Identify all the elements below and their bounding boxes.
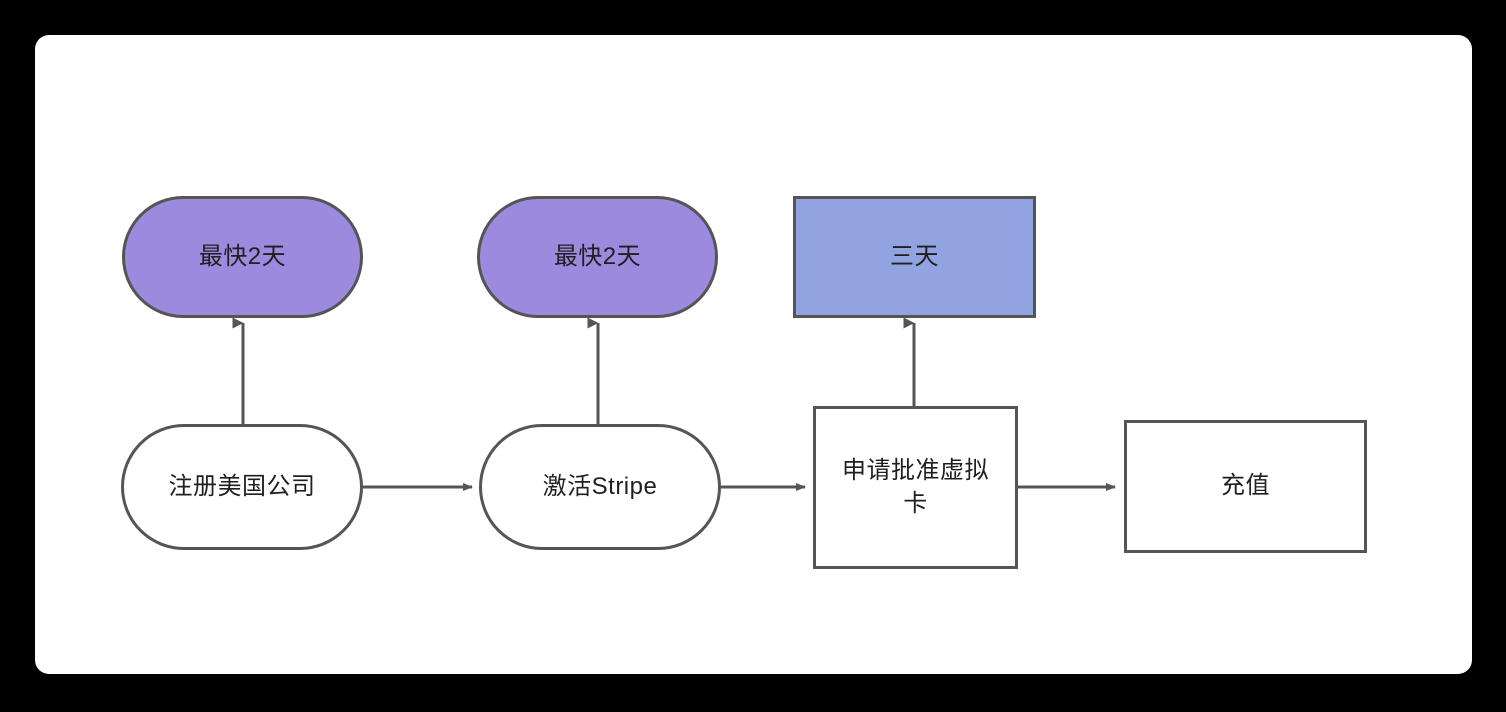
- node-label: 申请批准虚拟 卡: [842, 457, 989, 517]
- node-step-register-company[interactable]: 注册美国公司: [121, 424, 363, 550]
- node-label: 三天: [890, 242, 939, 270]
- node-label: 充值: [1221, 472, 1270, 500]
- node-label: 最快2天: [198, 242, 287, 270]
- node-step-top-up[interactable]: 充值: [1124, 420, 1367, 553]
- node-duration-stripe[interactable]: 最快2天: [477, 196, 718, 318]
- node-label: 激活Stripe: [542, 472, 658, 500]
- node-label: 最快2天: [553, 242, 642, 270]
- node-step-apply-virtual-card[interactable]: 申请批准虚拟 卡: [813, 406, 1018, 569]
- flowchart: 最快2天 最快2天 三天 注册美国公司 激活Stripe 申请批准虚拟 卡 充值: [35, 35, 1472, 674]
- node-duration-virtualcard[interactable]: 三天: [793, 196, 1036, 318]
- connector-layer: [232, 317, 1116, 491]
- diagram-canvas: 最快2天 最快2天 三天 注册美国公司 激活Stripe 申请批准虚拟 卡 充值: [35, 35, 1472, 674]
- node-step-activate-stripe[interactable]: 激活Stripe: [479, 424, 721, 550]
- node-label: 注册美国公司: [168, 472, 316, 500]
- node-duration-register[interactable]: 最快2天: [122, 196, 363, 318]
